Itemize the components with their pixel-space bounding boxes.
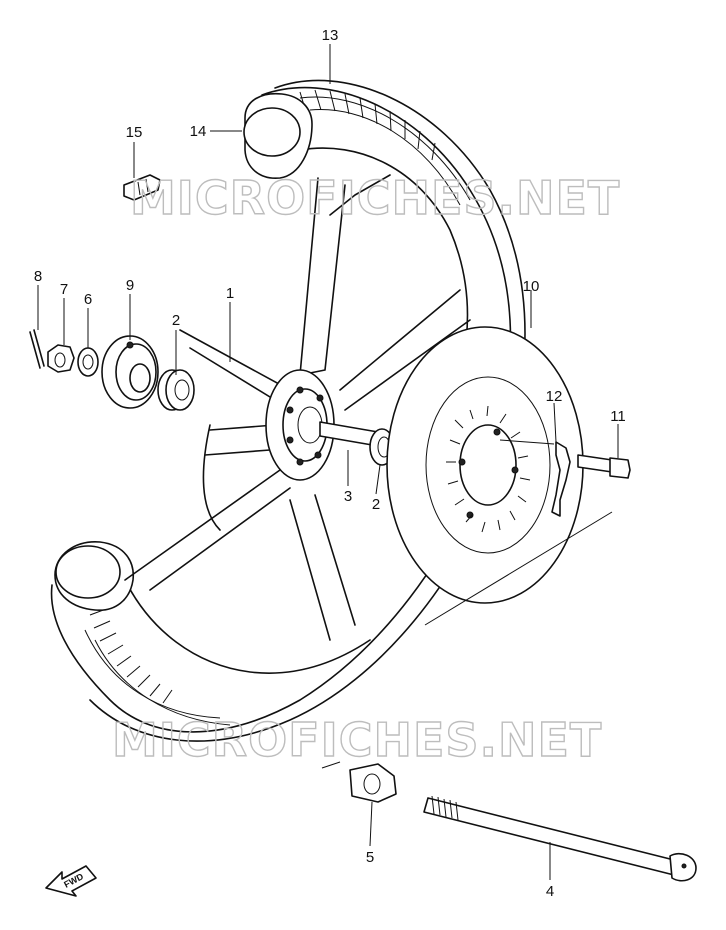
callout-1: 1 bbox=[226, 285, 234, 302]
callout-13: 13 bbox=[322, 27, 339, 44]
brake-disc bbox=[386, 326, 584, 604]
callout-6: 6 bbox=[84, 291, 92, 308]
speedometer-gearbox bbox=[101, 335, 159, 409]
axle-collar bbox=[349, 763, 397, 803]
front-axle bbox=[423, 795, 697, 882]
castle-nut bbox=[47, 344, 75, 373]
watermark-bottom: MICROFICHES.NET bbox=[112, 713, 602, 767]
callout-15: 15 bbox=[126, 124, 143, 141]
callout-2-right: 2 bbox=[372, 496, 380, 513]
tire-section-top bbox=[243, 92, 313, 179]
callout-9: 9 bbox=[126, 277, 134, 294]
wheel-spokes bbox=[124, 174, 471, 641]
callout-4: 4 bbox=[546, 883, 554, 900]
callout-2-left: 2 bbox=[172, 312, 180, 329]
callout-8: 8 bbox=[34, 268, 42, 285]
wheel-hub bbox=[265, 369, 335, 481]
grouping-lines bbox=[321, 511, 613, 769]
callout-7: 7 bbox=[60, 281, 68, 298]
bearing-left bbox=[157, 369, 195, 411]
bolt-lock-plate bbox=[551, 441, 571, 517]
forward-direction-arrow: FWD bbox=[45, 865, 97, 897]
callout-5: 5 bbox=[366, 849, 374, 866]
callout-12: 12 bbox=[546, 388, 563, 405]
callout-3: 3 bbox=[344, 488, 352, 505]
cotter-pin bbox=[29, 329, 45, 369]
disc-bolt bbox=[577, 454, 631, 479]
callout-14: 14 bbox=[190, 123, 207, 140]
washer bbox=[77, 347, 99, 377]
watermark-top: MICROFICHES.NET bbox=[130, 171, 620, 225]
leader-lines bbox=[37, 44, 619, 880]
valve bbox=[123, 174, 161, 201]
callout-10: 10 bbox=[523, 278, 540, 295]
callout-11: 11 bbox=[610, 408, 626, 425]
tire-section-bottom bbox=[54, 541, 134, 611]
